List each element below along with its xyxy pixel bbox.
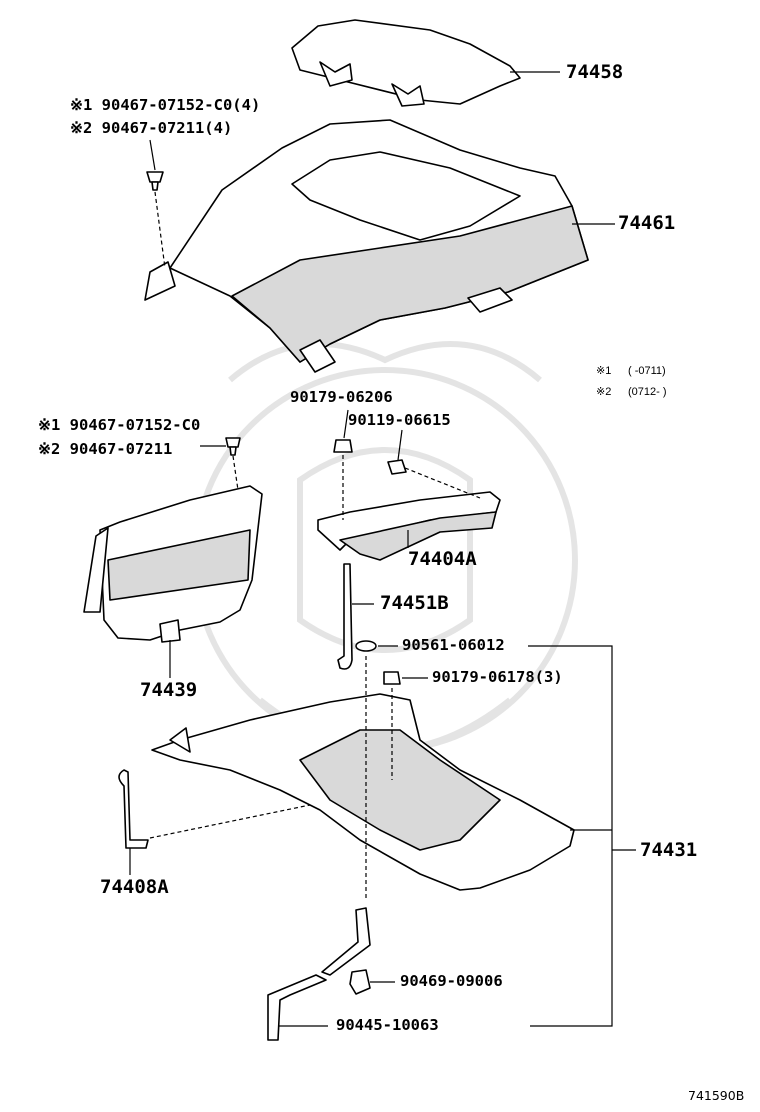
label-side-clip-2: ※2 90467-07211 xyxy=(38,440,173,458)
top-clip-fastener xyxy=(146,171,164,191)
part-74408A-hook xyxy=(118,769,149,849)
leader-lines xyxy=(129,71,636,1027)
bolt xyxy=(387,459,407,475)
note-2-mark: ※2 xyxy=(596,386,612,398)
label-74404A: 74404A xyxy=(408,548,477,570)
part-74404A-clamp xyxy=(317,491,501,561)
note-2-range: (0712- ) xyxy=(628,386,667,398)
label-washer: 90561-06012 xyxy=(402,636,505,654)
part-74439-side-plate xyxy=(83,485,263,643)
note-1-range: ( -0711) xyxy=(628,365,666,377)
label-nut-tray: 90179-06178(3) xyxy=(432,668,563,686)
part-74461-insulator xyxy=(144,119,589,373)
label-74451B: 74451B xyxy=(380,592,449,614)
label-74461: 74461 xyxy=(618,212,676,234)
label-74439: 74439 xyxy=(140,679,198,701)
part-74458-cover xyxy=(291,19,521,107)
part-74451B-rod xyxy=(337,563,353,670)
part-74431-tray xyxy=(151,693,575,891)
label-top-clip-2: ※2 90467-07211(4) xyxy=(70,119,233,137)
label-74458: 74458 xyxy=(566,61,624,83)
washer xyxy=(355,640,377,652)
side-clip-fastener xyxy=(225,437,241,456)
note-1-mark: ※1 xyxy=(596,365,612,377)
label-bolt: 90119-06615 xyxy=(348,411,451,429)
nut-tray xyxy=(383,671,401,685)
hose-clip xyxy=(349,969,371,995)
label-74408A: 74408A xyxy=(100,876,169,898)
label-74431: 74431 xyxy=(640,839,698,861)
label-hose-clip: 90469-09006 xyxy=(400,972,503,990)
label-nut-top: 90179-06206 xyxy=(290,388,393,406)
label-hose: 90445-10063 xyxy=(336,1016,439,1034)
label-side-clip-1: ※1 90467-07152-C0 xyxy=(38,416,201,434)
figure-id: 741590B xyxy=(688,1088,745,1103)
label-top-clip-1: ※1 90467-07152-C0(4) xyxy=(70,96,261,114)
nut-top xyxy=(333,439,353,453)
hose xyxy=(267,907,371,1041)
